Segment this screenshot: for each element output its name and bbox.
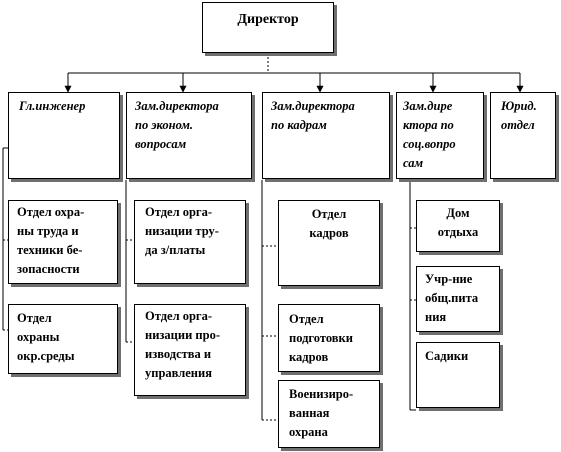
labor-wages-dept-box: Отдел орга- низации тру- да з/платы bbox=[134, 200, 246, 284]
production-mgmt-dept-label: Отдел орга- низации про- изводства и упр… bbox=[145, 309, 220, 380]
training-dept-label: Отдел подготовки кадров bbox=[289, 312, 353, 364]
deputy-personnel-label: Зам.директора по кадрам bbox=[271, 99, 355, 132]
hr-dept-box: Отдел кадров bbox=[278, 200, 380, 286]
kindergartens-label: Садики bbox=[425, 349, 469, 363]
security-dept-box: Военизиро- ванная охрана bbox=[278, 380, 380, 448]
director-label: Директор bbox=[237, 12, 299, 27]
labor-safety-dept-label: Отдел охра- ны труда и техники бе- зопас… bbox=[17, 205, 85, 276]
director-box: Директор bbox=[202, 2, 334, 53]
labor-safety-dept-box: Отдел охра- ны труда и техники бе- зопас… bbox=[8, 200, 118, 284]
legal-dept-label: Юрид. отдел bbox=[501, 99, 537, 132]
deputy-personnel-box: Зам.директора по кадрам bbox=[262, 92, 390, 179]
deputy-economics-label: Зам.директора по эконом. вопросам bbox=[135, 99, 219, 151]
rest-house-box: Дом отдыха bbox=[416, 200, 500, 252]
deputy-economics-box: Зам.директора по эконом. вопросам bbox=[126, 92, 252, 179]
chief-engineer-box: Гл.инженер bbox=[8, 92, 120, 179]
security-dept-label: Военизиро- ванная охрана bbox=[289, 387, 354, 439]
environment-dept-label: Отдел охраны окр.среды bbox=[17, 311, 75, 363]
legal-dept-box: Юрид. отдел bbox=[490, 92, 556, 179]
kindergartens-box: Садики bbox=[416, 342, 500, 408]
hr-dept-label: Отдел кадров bbox=[309, 207, 349, 240]
deputy-social-label: Зам.дире ктора по соц.вопро сам bbox=[403, 99, 456, 170]
production-mgmt-dept-box: Отдел орга- низации про- изводства и упр… bbox=[134, 304, 246, 396]
catering-label: Учр-ние общ.пита ния bbox=[425, 272, 479, 324]
labor-wages-dept-label: Отдел орга- низации тру- да з/платы bbox=[145, 205, 219, 257]
catering-box: Учр-ние общ.пита ния bbox=[416, 266, 500, 332]
rest-house-label: Дом отдыха bbox=[437, 206, 479, 239]
environment-dept-box: Отдел охраны окр.среды bbox=[8, 304, 118, 374]
deputy-social-box: Зам.дире ктора по соц.вопро сам bbox=[396, 92, 484, 179]
training-dept-box: Отдел подготовки кадров bbox=[278, 304, 380, 372]
chief-engineer-label: Гл.инженер bbox=[19, 99, 86, 113]
